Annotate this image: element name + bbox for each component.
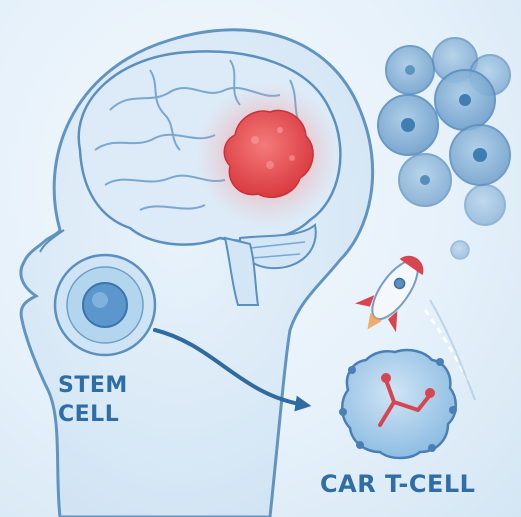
arrow-icon [153, 328, 312, 412]
stem-cell-label-line1: STEM [58, 373, 128, 398]
stem-cell-icon [53, 253, 157, 357]
rocket-icon [355, 255, 476, 401]
cancer-cell-cluster-icon [377, 37, 511, 260]
tumor-icon [196, 83, 340, 227]
car-receptor-icon [378, 373, 435, 427]
stem-cell-label-line2: CELL [58, 402, 120, 427]
car-t-cell-label: CAR T-CELL [320, 470, 476, 498]
car-t-cell-icon [339, 348, 457, 460]
stem-cell-label: STEM CELL [58, 371, 168, 429]
